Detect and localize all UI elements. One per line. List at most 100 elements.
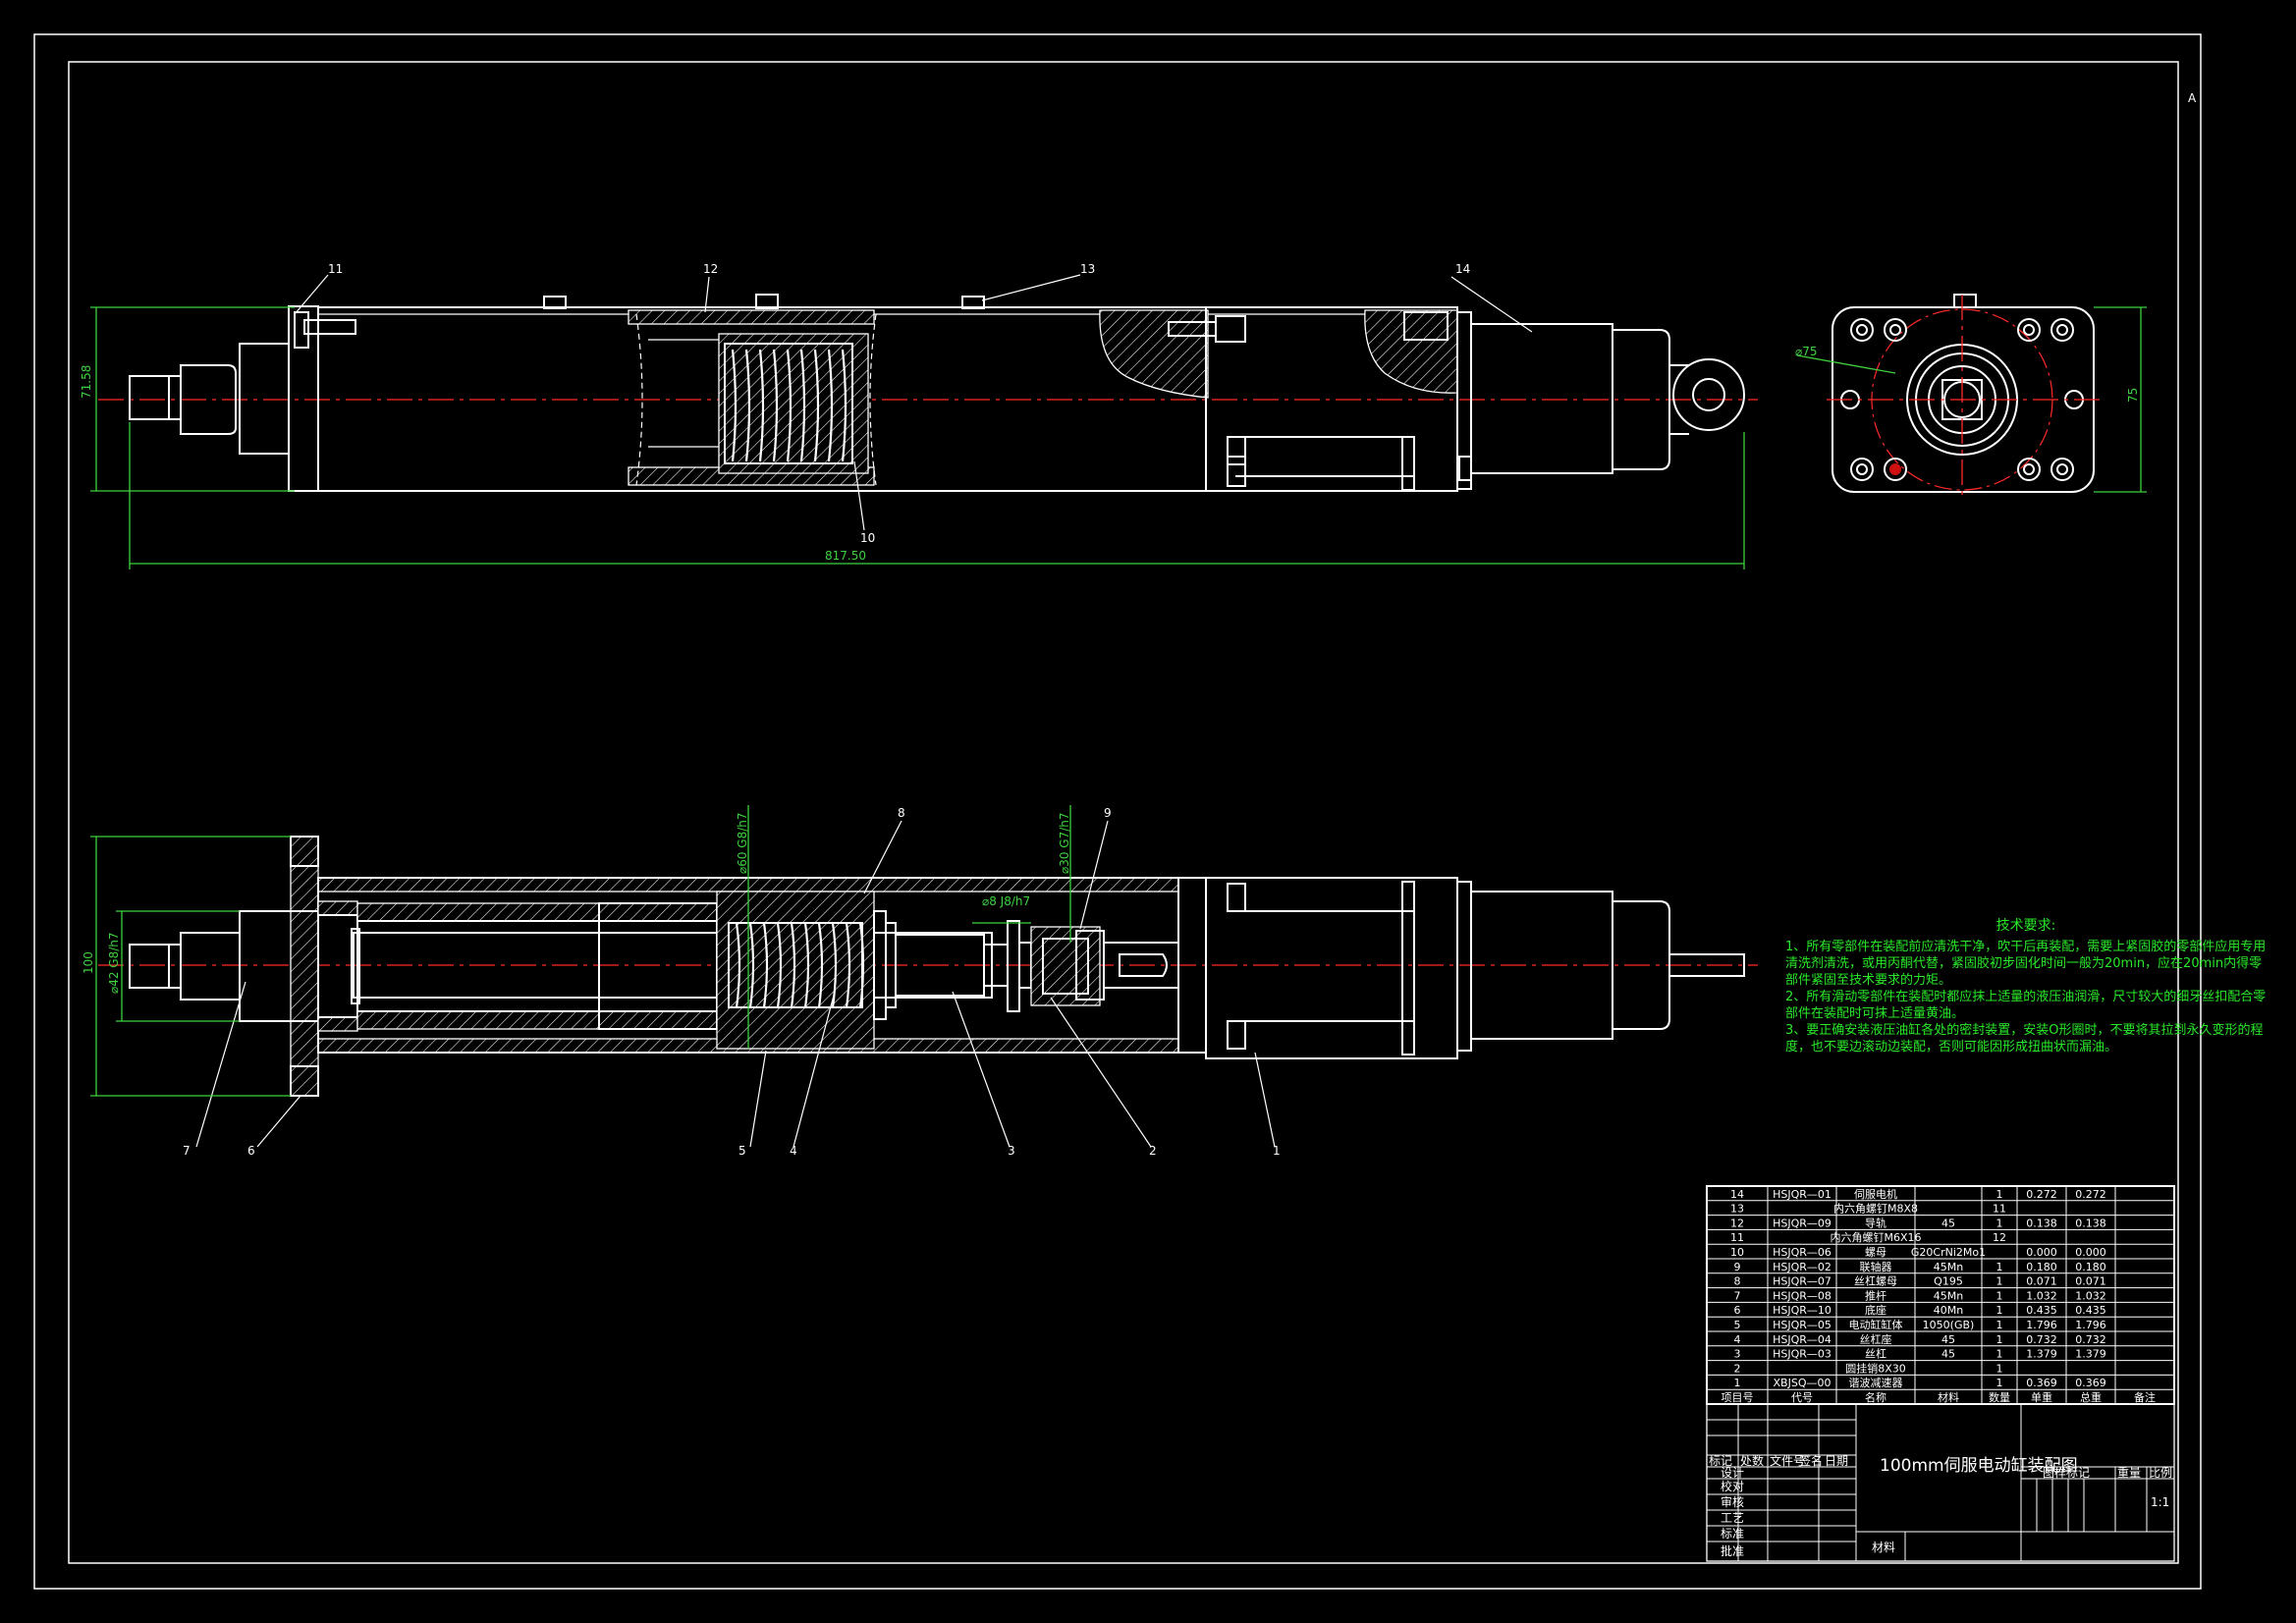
end-dim-diameter: ⌀75 [1795, 345, 1818, 358]
bom-cell: G20CrNi2Mo1 [1911, 1246, 1986, 1259]
bom-cell: 1 [1996, 1217, 2003, 1229]
bom-cell: 0.732 [2026, 1333, 2057, 1346]
bom-cell: 45Mn [1934, 1261, 1963, 1273]
section-label-4: 4 [790, 1144, 797, 1158]
bom-cell: 圆挂销8X30 [1845, 1361, 1906, 1375]
front-view: 11 12 13 14 10 71.58 817.50 [80, 262, 1758, 569]
bom-cell: 1 [1734, 1377, 1741, 1389]
bom-cell: 1 [1996, 1362, 2003, 1375]
section-label-6: 6 [247, 1144, 255, 1158]
bom-cell: 5 [1734, 1319, 1741, 1331]
section-dim-bearing: ⌀30 G7/h7 [1058, 812, 1071, 874]
bom-cell: 10 [1730, 1246, 1744, 1259]
bom-cell: 推杆 [1865, 1288, 1886, 1302]
rev-header-3: 签名 [1799, 1453, 1823, 1468]
bom-cell: 丝杠 [1865, 1348, 1886, 1361]
sheet-corner-mark: A [2188, 91, 2197, 105]
bom-cell: 45Mn [1934, 1289, 1963, 1302]
bom-cell: 1 [1996, 1261, 2003, 1273]
bom-cell: 1.796 [2075, 1319, 2106, 1331]
scale-value: 1:1 [2151, 1495, 2169, 1509]
bom-cell: 谐波减速器 [1849, 1376, 1903, 1389]
bom-cell: 1 [1996, 1304, 2003, 1317]
rev-header-2: 文件号 [1770, 1453, 1805, 1468]
section-label-7: 7 [183, 1144, 191, 1158]
bom-cell: 0.180 [2026, 1261, 2057, 1273]
bom-cell: 内六角螺钉M6X16 [1830, 1230, 1921, 1244]
bom-cell: HSJQR—02 [1773, 1261, 1831, 1273]
material-label: 材料 [1872, 1541, 1895, 1554]
bom-cell: 1 [1996, 1333, 2003, 1346]
bom-cell: 0.369 [2075, 1377, 2106, 1389]
front-dim-length: 817.50 [825, 549, 866, 563]
bom-cell: 底座 [1865, 1303, 1886, 1317]
bom-cell: 7 [1734, 1289, 1741, 1302]
bom-cell: 8 [1734, 1275, 1741, 1288]
bom-header: 单重 [2031, 1390, 2052, 1404]
section-label-5: 5 [738, 1144, 746, 1158]
end-dim-height: 75 [2126, 388, 2140, 403]
section-label-8: 8 [898, 806, 905, 820]
outer-frame [33, 33, 2202, 1590]
bom-cell: 1 [1996, 1275, 2003, 1288]
bom-cell: 11 [1730, 1231, 1744, 1244]
bom-header: 名称 [1865, 1390, 1886, 1404]
bom-cell: 45 [1941, 1333, 1955, 1346]
bom-cell: 1 [1996, 1348, 2003, 1361]
bom-cell: 12 [1730, 1217, 1744, 1229]
bom-cell: 0.272 [2026, 1188, 2057, 1201]
bom-cell: 11 [1993, 1203, 2006, 1216]
tech-item-3: 3、要正确安装液压油缸各处的密封装置，安装O形圈时，不要将其拉到永久变形的程度，… [1785, 1023, 2264, 1055]
bom-cell: 0.272 [2075, 1188, 2106, 1201]
signer-4: 标准 [1721, 1527, 1744, 1541]
bom-cell: 1 [1996, 1188, 2003, 1201]
bom-cell: 1050(GB) [1923, 1319, 1975, 1331]
bom-cell: 1.379 [2075, 1348, 2106, 1361]
front-label-12: 12 [703, 262, 718, 276]
bom-cell: 0.369 [2026, 1377, 2057, 1389]
bom-cell: 0.000 [2075, 1246, 2106, 1259]
bom-cell: 0.138 [2026, 1217, 2057, 1229]
front-label-11: 11 [328, 262, 343, 276]
section-label-2: 2 [1149, 1144, 1157, 1158]
signer-3: 工艺 [1721, 1511, 1744, 1525]
bom-cell: HSJQR—08 [1773, 1289, 1831, 1302]
bom-cell: 1.796 [2026, 1319, 2057, 1331]
bom-cell: HSJQR—03 [1773, 1348, 1831, 1361]
bom-cell: 伺服电机 [1854, 1187, 1897, 1201]
bom-cell: XBJSQ—00 [1774, 1377, 1831, 1389]
bom-cell: 12 [1993, 1231, 2006, 1244]
bom-header: 材料 [1938, 1390, 1959, 1404]
tech-requirements: 技术要求: 1、所有零部件在装配前应清洗干净，吹干后再装配，需要上紧固胶的零部件… [1785, 918, 2267, 1055]
front-dim-height: 71.58 [80, 365, 93, 399]
bom-cell: 3 [1734, 1348, 1741, 1361]
section-dim-bore: ⌀60 G8/h7 [736, 812, 749, 874]
bom-cell: 40Mn [1934, 1304, 1963, 1317]
signer-0: 设计 [1721, 1466, 1744, 1480]
bom-cell: 0.071 [2075, 1275, 2106, 1288]
bom-cell: 1 [1996, 1377, 2003, 1389]
front-label-10: 10 [860, 531, 875, 545]
bom-cell: 0.000 [2026, 1246, 2057, 1259]
tech-title: 技术要求: [1995, 918, 2056, 934]
bom-cell: 1.032 [2026, 1289, 2057, 1302]
bom-cell: HSJQR—10 [1773, 1304, 1831, 1317]
bom-cell: 9 [1734, 1261, 1741, 1273]
mark-header-0: 图样标记 [2043, 1465, 2090, 1480]
bom-header: 备注 [2134, 1390, 2156, 1404]
section-dim-height: 100 [82, 951, 95, 974]
bom-cell: HSJQR—04 [1773, 1333, 1831, 1346]
section-dim-shaft: ⌀42 G8/h7 [107, 932, 121, 994]
bom-cell: 1.379 [2026, 1348, 2057, 1361]
bom-header: 项目号 [1722, 1391, 1754, 1404]
bom-cell: HSJQR—05 [1773, 1319, 1831, 1331]
bom-cell: 电动缸缸体 [1849, 1318, 1903, 1331]
section-dim-small: ⌀8 J8/h7 [982, 894, 1030, 908]
section-label-1: 1 [1273, 1144, 1281, 1158]
bom-cell: HSJQR—01 [1773, 1188, 1831, 1201]
bom-cell: 6 [1734, 1304, 1741, 1317]
bom-cell: 导轨 [1865, 1216, 1886, 1229]
bom-cell: 0.180 [2075, 1261, 2106, 1273]
drawing-title: 100mm伺服电动缸装配图 [1880, 1455, 2078, 1476]
